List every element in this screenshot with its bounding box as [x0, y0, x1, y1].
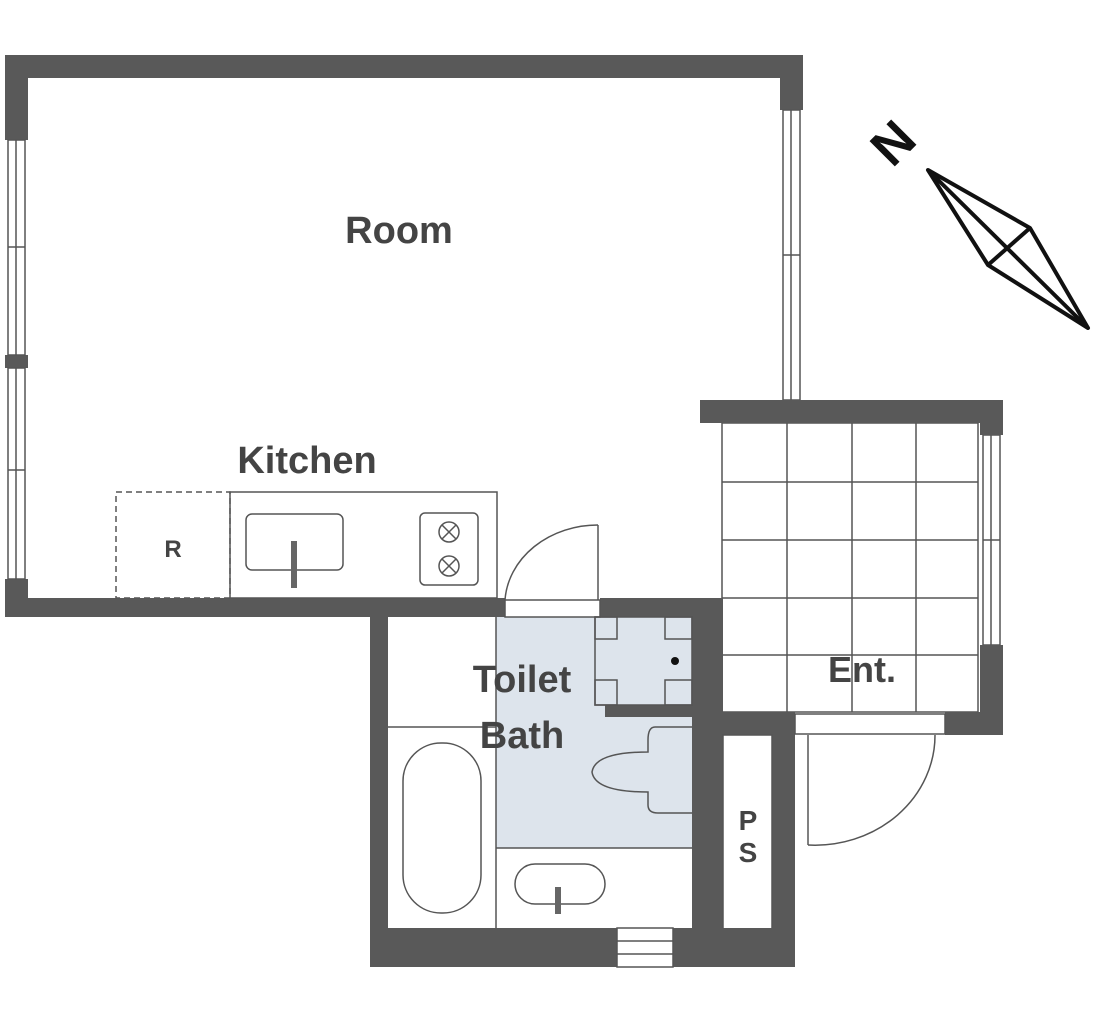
kitchen-counter [229, 491, 498, 599]
entrance-door[interactable] [794, 713, 946, 846]
bath-walls [370, 600, 795, 967]
entrance-label: Ent. [828, 649, 896, 690]
bath-label: Bath [480, 715, 564, 757]
pipe-space-label-p: P [739, 805, 758, 836]
bath-partitions [388, 617, 692, 928]
washing-machine [594, 616, 693, 706]
bathtub [402, 742, 482, 914]
stove [419, 512, 479, 586]
wash-basin [514, 863, 606, 914]
shower-area [496, 617, 692, 848]
bath-door[interactable] [504, 524, 601, 618]
pipe-space-label-s: S [739, 837, 758, 868]
toilet-fixture [591, 726, 692, 814]
entrance-tiles [721, 422, 979, 713]
bath-vent [616, 927, 674, 968]
kitchen-sink [245, 513, 344, 588]
toilet-label: Toilet [473, 659, 572, 701]
kitchen-label: Kitchen [237, 440, 376, 482]
entrance-walls [700, 400, 1003, 967]
room-walls [5, 55, 803, 617]
north-label: N [860, 110, 928, 178]
compass: N [860, 110, 1090, 330]
room-label: Room [345, 210, 453, 252]
refrigerator-label: R [164, 536, 181, 563]
windows [7, 109, 1001, 646]
north-arrow-icon [926, 168, 1090, 330]
